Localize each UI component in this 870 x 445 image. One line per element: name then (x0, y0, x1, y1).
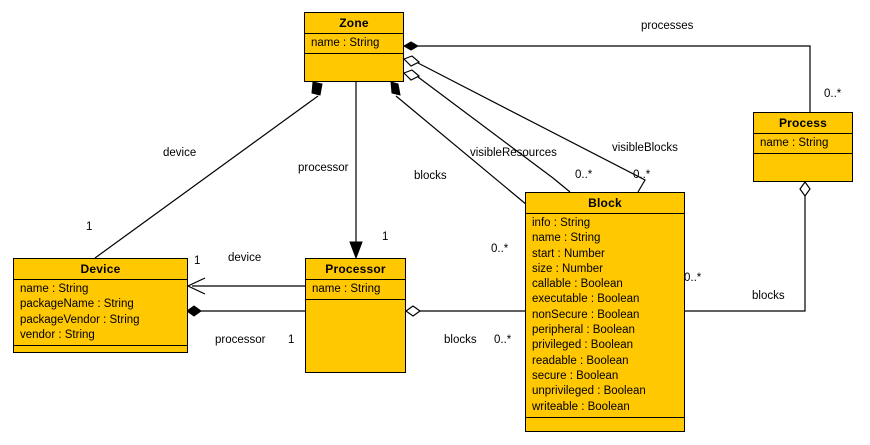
edge-label-blocks-processor: blocks (444, 334, 477, 346)
edge-zone-blocks-block (390, 81, 528, 206)
multiplicity-block-right: 0..* (684, 272, 702, 284)
class-name-processor: Processor (306, 259, 405, 280)
class-operations-device (14, 346, 187, 352)
multiplicity-processor-blocks: 0..* (494, 334, 512, 346)
edge-zone-visibleblocks-block (402, 55, 646, 193)
edge-process-blocks-block (685, 180, 811, 312)
attribute-row: name : String (311, 37, 380, 49)
edge-label-blocks-process: blocks (752, 290, 785, 302)
class-operations-processor (306, 300, 405, 372)
attribute-row: unprivileged : Boolean (532, 385, 646, 398)
uml-class-block[interactable]: Block info : String name : String start … (525, 192, 685, 432)
class-name-device: Device (14, 259, 187, 280)
attribute-row: vendor : String (20, 328, 95, 341)
uml-class-device[interactable]: Device name : String packageName : Strin… (13, 258, 188, 353)
multiplicity-device-right-1: 1 (194, 255, 201, 267)
attribute-row: packageName : String (20, 298, 134, 311)
multiplicity-processor-bottom-1: 1 (288, 334, 295, 346)
edge-label-processor-mid: processor (215, 334, 266, 346)
attribute-row: name : String (312, 283, 381, 295)
attribute-row: readable : Boolean (532, 354, 629, 367)
multiplicity-zone-visibleresources: 0..* (575, 169, 593, 181)
edge-device-processor-processor (186, 305, 305, 317)
class-name-block: Block (526, 193, 684, 214)
multiplicity-zone-visibleblocks: 0..* (633, 169, 651, 181)
attribute-row: secure : Boolean (532, 369, 619, 382)
attribute-row: packageVendor : String (20, 313, 140, 326)
edge-label-device-mid: device (228, 252, 262, 264)
class-attributes-zone: name : String (305, 34, 403, 55)
attribute-row: writeable : Boolean (532, 400, 630, 413)
class-name-zone: Zone (305, 13, 403, 34)
attribute-row: callable : Boolean (532, 278, 623, 291)
class-operations-block (526, 418, 684, 431)
edge-zone-processor-processor (349, 82, 363, 260)
multiplicity-process-top: 0..* (824, 88, 842, 100)
edge-processor-blocks-block (404, 305, 525, 317)
class-attributes-process: name : String (754, 134, 852, 155)
edge-label-blocks-zone: blocks (414, 170, 447, 182)
class-name-process: Process (754, 113, 852, 134)
attribute-row: start : Number (532, 247, 605, 260)
attribute-row: privileged : Boolean (532, 339, 634, 352)
edge-label-device-top: device (163, 147, 197, 159)
edge-processor-device-device (186, 277, 305, 295)
class-operations-zone (305, 54, 403, 81)
attribute-row: info : String (532, 217, 591, 229)
multiplicity-processor-top-1: 1 (382, 231, 389, 243)
attribute-row: nonSecure : Boolean (532, 308, 640, 321)
class-attributes-processor: name : String (306, 280, 405, 301)
multiplicity-block-left: 0..* (491, 243, 509, 255)
multiplicity-device-left-1: 1 (86, 221, 93, 233)
edge-zone-processes-process (402, 41, 811, 112)
attribute-row: size : Number (532, 262, 603, 275)
uml-class-processor[interactable]: Processor name : String (305, 258, 406, 373)
attribute-row: executable : Boolean (532, 293, 640, 306)
class-operations-process (754, 154, 852, 181)
attribute-row: name : String (20, 283, 89, 295)
edge-zone-visibleresources-block (402, 69, 571, 193)
attribute-row: peripheral : Boolean (532, 324, 635, 337)
class-attributes-block: info : String name : String start : Numb… (526, 214, 684, 418)
edge-label-processes: processes (641, 20, 694, 32)
uml-class-zone[interactable]: Zone name : String (304, 12, 404, 82)
edge-label-visibleblocks: visibleBlocks (612, 142, 678, 154)
attribute-row: name : String (532, 232, 601, 245)
edge-label-visibleresources: visibleResources (470, 147, 557, 159)
uml-class-process[interactable]: Process name : String (753, 112, 853, 182)
class-attributes-device: name : String packageName : String packa… (14, 280, 187, 347)
edge-label-processor-top: processor (298, 162, 349, 174)
edge-zone-device-device (94, 81, 323, 259)
attribute-row: name : String (760, 137, 829, 149)
